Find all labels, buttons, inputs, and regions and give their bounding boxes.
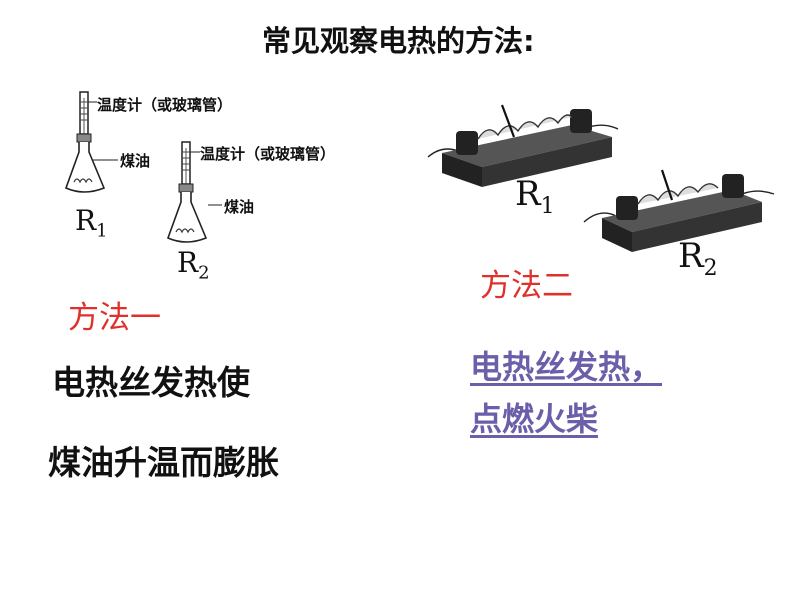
resistor-label-r2: R2 — [678, 236, 718, 281]
flask-apparatus-1-icon — [64, 91, 106, 193]
resistor-label-r1: R1 — [515, 174, 555, 219]
resistor-block-1-icon — [427, 104, 619, 187]
r-subscript: 2 — [198, 262, 210, 284]
flask-apparatus-2-icon — [166, 141, 208, 243]
method-one-desc-line1: 电热丝发热使 — [52, 363, 250, 402]
slide-title: 常见观察电热的方法: — [262, 24, 535, 58]
resistor-block-2-icon — [583, 169, 775, 252]
method-one-label: 方法一 — [68, 300, 161, 336]
r-subscript: 1 — [96, 220, 108, 242]
r-letter: R — [678, 236, 704, 276]
r-letter: R — [515, 174, 541, 214]
r-letter: R — [177, 246, 199, 279]
r-letter: R — [75, 204, 97, 237]
oil-label-1: 煤油 — [120, 152, 151, 170]
method-two-desc-line1[interactable]: 电热丝发热， — [470, 348, 663, 386]
r-subscript: 1 — [540, 193, 555, 219]
method-two-desc-line2[interactable]: 点燃火柴 — [470, 400, 599, 438]
thermometer-label-1: 温度计（或玻璃管） — [97, 96, 233, 114]
thermometer-label-2: 温度计（或玻璃管） — [200, 145, 336, 163]
method-two-label: 方法二 — [480, 268, 573, 304]
method-one-desc-line2: 煤油升温而膨胀 — [48, 443, 279, 482]
r-subscript: 2 — [703, 255, 718, 281]
oil-label-2: 煤油 — [224, 198, 255, 216]
resistor-label-r1-flask: R1 — [75, 204, 108, 242]
resistor-label-r2-flask: R2 — [177, 246, 210, 284]
